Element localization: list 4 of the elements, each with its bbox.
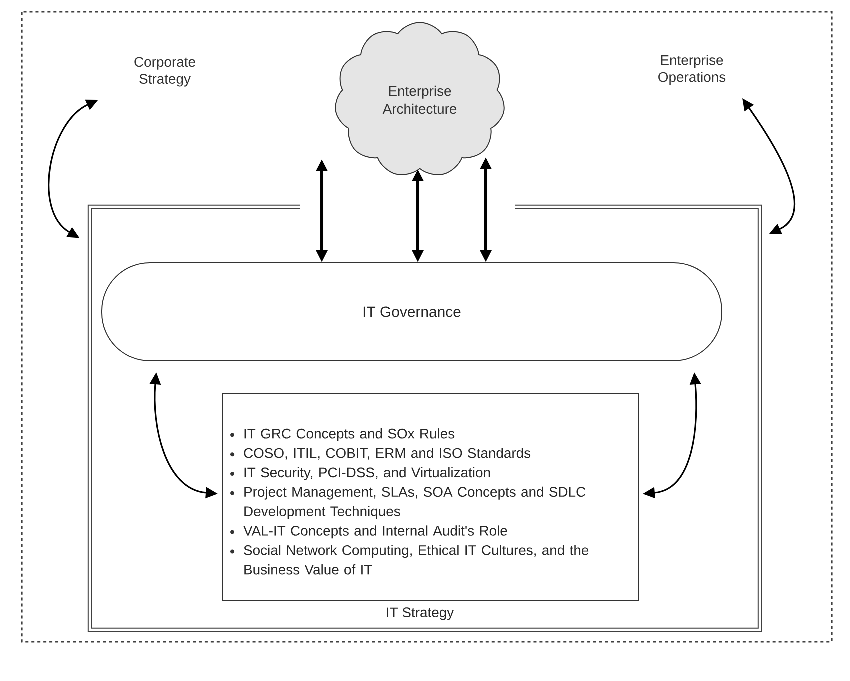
rounded-box: IT Governance: [102, 262, 722, 362]
node-label: Enterprise Operations: [658, 55, 726, 85]
bullet-list-box: IT GRC Concepts and SOx Rules COSO, ITIL, COBIT, ERM and ISO Standards IT Security, PCI-DSS, and Virtualization Project Management, SLAs, SOA Concepts and SDLC Development Techniques VAL-IT Concepts and Internal Audit's Role Social Network Computing, Ethical IT Cultures, and the Business Value of IT: [222, 393, 639, 601]
node-label: Corporate Strategy: [134, 57, 196, 87]
